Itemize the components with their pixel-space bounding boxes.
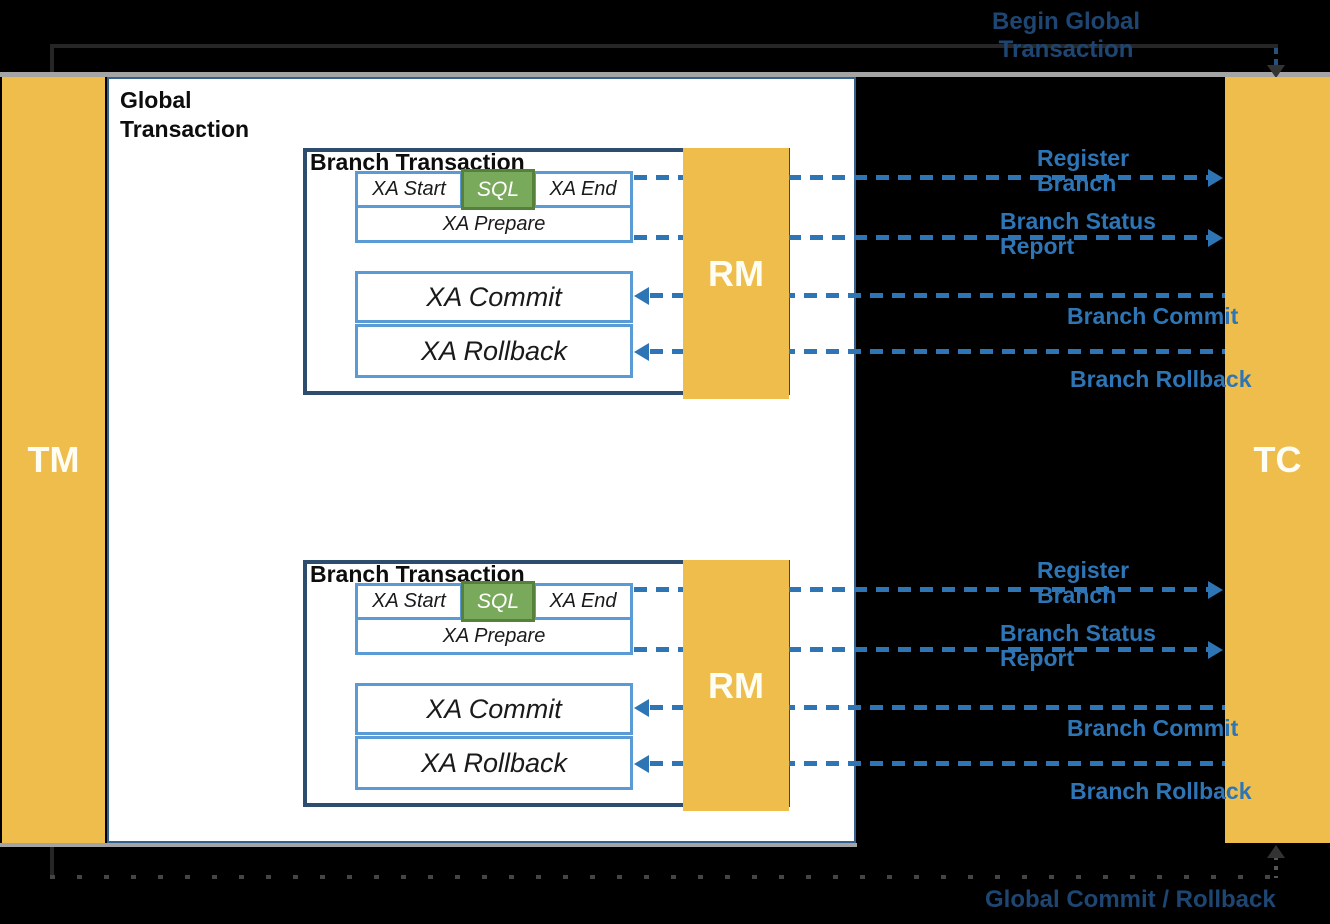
register-label-line2: Branch — [1037, 582, 1117, 608]
branch-status-arrowhead-icon — [1208, 641, 1223, 659]
finish-connector-vertical-tm — [50, 843, 54, 879]
branch-rollback-arrow — [650, 761, 1225, 766]
begin-label-line2: Transaction — [998, 36, 1134, 63]
begin-connector-horizontal — [50, 44, 1278, 48]
status-label-line1: Branch Status — [1000, 208, 1156, 234]
global-commit-rollback-label: Global Commit / Rollback — [985, 886, 1276, 913]
register-label-line1: Register — [1037, 145, 1130, 171]
finish-connector-dotted-vertical-tc — [1274, 856, 1278, 878]
register-branch-label: Register Branch — [1037, 558, 1129, 608]
register-branch-label: Register Branch — [1037, 146, 1129, 196]
tm-label: TM — [27, 439, 80, 480]
register-branch-arrowhead-icon — [1208, 581, 1223, 599]
branch-commit-arrow — [650, 705, 1225, 710]
xa-end-box: XA End — [533, 583, 633, 620]
xa-rollback-box: XA Rollback — [355, 324, 633, 378]
branch-status-label: Branch Status Report — [1000, 209, 1156, 259]
branch-rollback-arrow — [650, 349, 1225, 354]
begin-global-transaction-label: Begin Global Transaction — [966, 8, 1166, 64]
xa-start-box: XA Start — [355, 583, 463, 620]
branch-rollback-arrowhead-icon — [634, 755, 649, 773]
branch-rollback-label: Branch Rollback — [1070, 778, 1252, 804]
branch-rollback-label: Branch Rollback — [1070, 366, 1252, 392]
bottom-shadow-strip — [0, 843, 857, 847]
register-label-line1: Register — [1037, 557, 1130, 583]
branch-rollback-arrowhead-icon — [634, 343, 649, 361]
global-transaction-title: Global Transaction — [120, 86, 249, 144]
register-branch-arrowhead-icon — [1208, 169, 1223, 187]
branch-commit-arrowhead-icon — [634, 287, 649, 305]
xa-rollback-box: XA Rollback — [355, 736, 633, 790]
top-shadow-strip — [0, 72, 1330, 77]
branch-status-arrow — [634, 647, 1210, 652]
branch-status-arrow — [634, 235, 1210, 240]
branch-commit-arrowhead-icon — [634, 699, 649, 717]
sql-box: SQL — [461, 581, 535, 622]
global-title-line2: Transaction — [120, 116, 250, 142]
xa-prepare-box: XA Prepare — [355, 617, 633, 655]
register-branch-arrow — [634, 175, 1210, 180]
status-label-line1: Branch Status — [1000, 620, 1156, 646]
xa-end-box: XA End — [533, 171, 633, 208]
status-label-line2: Report — [1000, 645, 1075, 671]
xa-commit-box: XA Commit — [355, 683, 633, 735]
tc-label: TC — [1253, 439, 1302, 480]
rm-box: RM — [683, 148, 789, 399]
branch-commit-arrow — [650, 293, 1225, 298]
sql-box: SQL — [461, 169, 535, 210]
tm-lane: TM — [2, 77, 105, 843]
rm-label: RM — [708, 252, 764, 294]
global-title-line1: Global — [120, 87, 192, 113]
branch-commit-label: Branch Commit — [1067, 303, 1239, 329]
xa-start-box: XA Start — [355, 171, 463, 208]
xa-prepare-box: XA Prepare — [355, 205, 633, 243]
branch-status-arrowhead-icon — [1208, 229, 1223, 247]
branch-commit-label: Branch Commit — [1067, 715, 1239, 741]
register-label-line2: Branch — [1037, 170, 1117, 196]
branch-status-label: Branch Status Report — [1000, 621, 1156, 671]
begin-connector-dashes-tc — [1274, 48, 1278, 68]
rm-label: RM — [708, 664, 764, 706]
rm-box: RM — [683, 560, 789, 811]
begin-arrowhead-icon — [1267, 65, 1285, 78]
xa-commit-box: XA Commit — [355, 271, 633, 323]
begin-connector-vertical-tm — [50, 44, 54, 78]
finish-connector-dotted-horizontal — [50, 875, 1278, 879]
finish-arrowhead-icon — [1267, 845, 1285, 858]
register-branch-arrow — [634, 587, 1210, 592]
status-label-line2: Report — [1000, 233, 1075, 259]
begin-label-line1: Begin Global — [991, 8, 1140, 35]
tc-lane: TC — [1225, 77, 1330, 843]
